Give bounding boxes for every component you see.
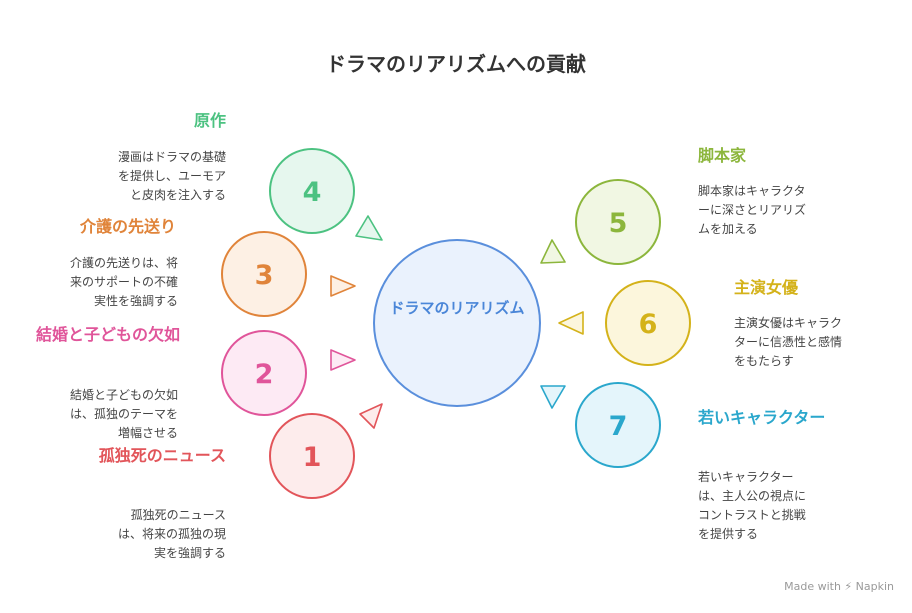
- node-2-number: 2: [255, 359, 274, 390]
- node-5: 5: [575, 179, 661, 265]
- item-4-heading: 原作: [193, 111, 226, 130]
- item-7-heading: 若いキャラクター: [698, 408, 826, 427]
- node-1: 1: [269, 413, 355, 499]
- item-4-description: 漫画はドラマの基礎 を提供し、ユーモア と皮肉を注入する: [117, 150, 226, 202]
- item-7-description: 若いキャラクター は、主人公の視点に コントラストと挑戦 を提供する: [698, 470, 807, 541]
- arrow-1-icon: [359, 403, 383, 429]
- node-3-number: 3: [255, 260, 274, 291]
- arrow-6-icon: [558, 311, 584, 335]
- arrow-4-icon: [355, 215, 383, 241]
- node-5-number: 5: [609, 208, 628, 239]
- arrow-2-icon: [330, 349, 356, 371]
- item-6-description: 主演女優はキャラク ターに信憑性と感情 をもたらす: [734, 316, 843, 368]
- node-1-number: 1: [303, 442, 322, 473]
- item-3-heading: 介護の先送り: [79, 217, 176, 236]
- center-circle: [373, 239, 541, 407]
- node-6-number: 6: [639, 309, 658, 340]
- center-label: ドラマのリアリズム: [389, 299, 525, 317]
- arrow-5-icon: [540, 239, 566, 264]
- item-1-heading: 孤独死のニュース: [98, 446, 226, 465]
- node-6: 6: [605, 280, 691, 366]
- node-3: 3: [221, 231, 307, 317]
- arrow-3-icon: [330, 275, 356, 297]
- item-3-description: 介護の先送りは、将 来のサポートの不確 実性を強調する: [69, 256, 178, 308]
- item-2-heading: 結婚と子どもの欠如: [35, 325, 180, 344]
- node-7-number: 7: [609, 411, 628, 442]
- node-4-number: 4: [303, 177, 322, 208]
- item-5-description: 脚本家はキャラクタ ーに深さとリアリズ ムを加える: [698, 184, 807, 236]
- item-2-description: 結婚と子どもの欠如 は、孤独のテーマを 増幅させる: [69, 388, 178, 440]
- node-4: 4: [269, 148, 355, 234]
- node-7: 7: [575, 382, 661, 468]
- arrow-7-icon: [540, 385, 566, 409]
- diagram-title: ドラマのリアリズムへの貢献: [326, 52, 586, 76]
- item-1-description: 孤独死のニュース は、将来の孤独の現 実を強調する: [117, 508, 226, 560]
- node-2: 2: [221, 330, 307, 416]
- item-6-heading: 主演女優: [734, 278, 799, 297]
- brand-watermark: Made with ⚡ Napkin: [784, 580, 894, 593]
- item-5-heading: 脚本家: [698, 146, 747, 165]
